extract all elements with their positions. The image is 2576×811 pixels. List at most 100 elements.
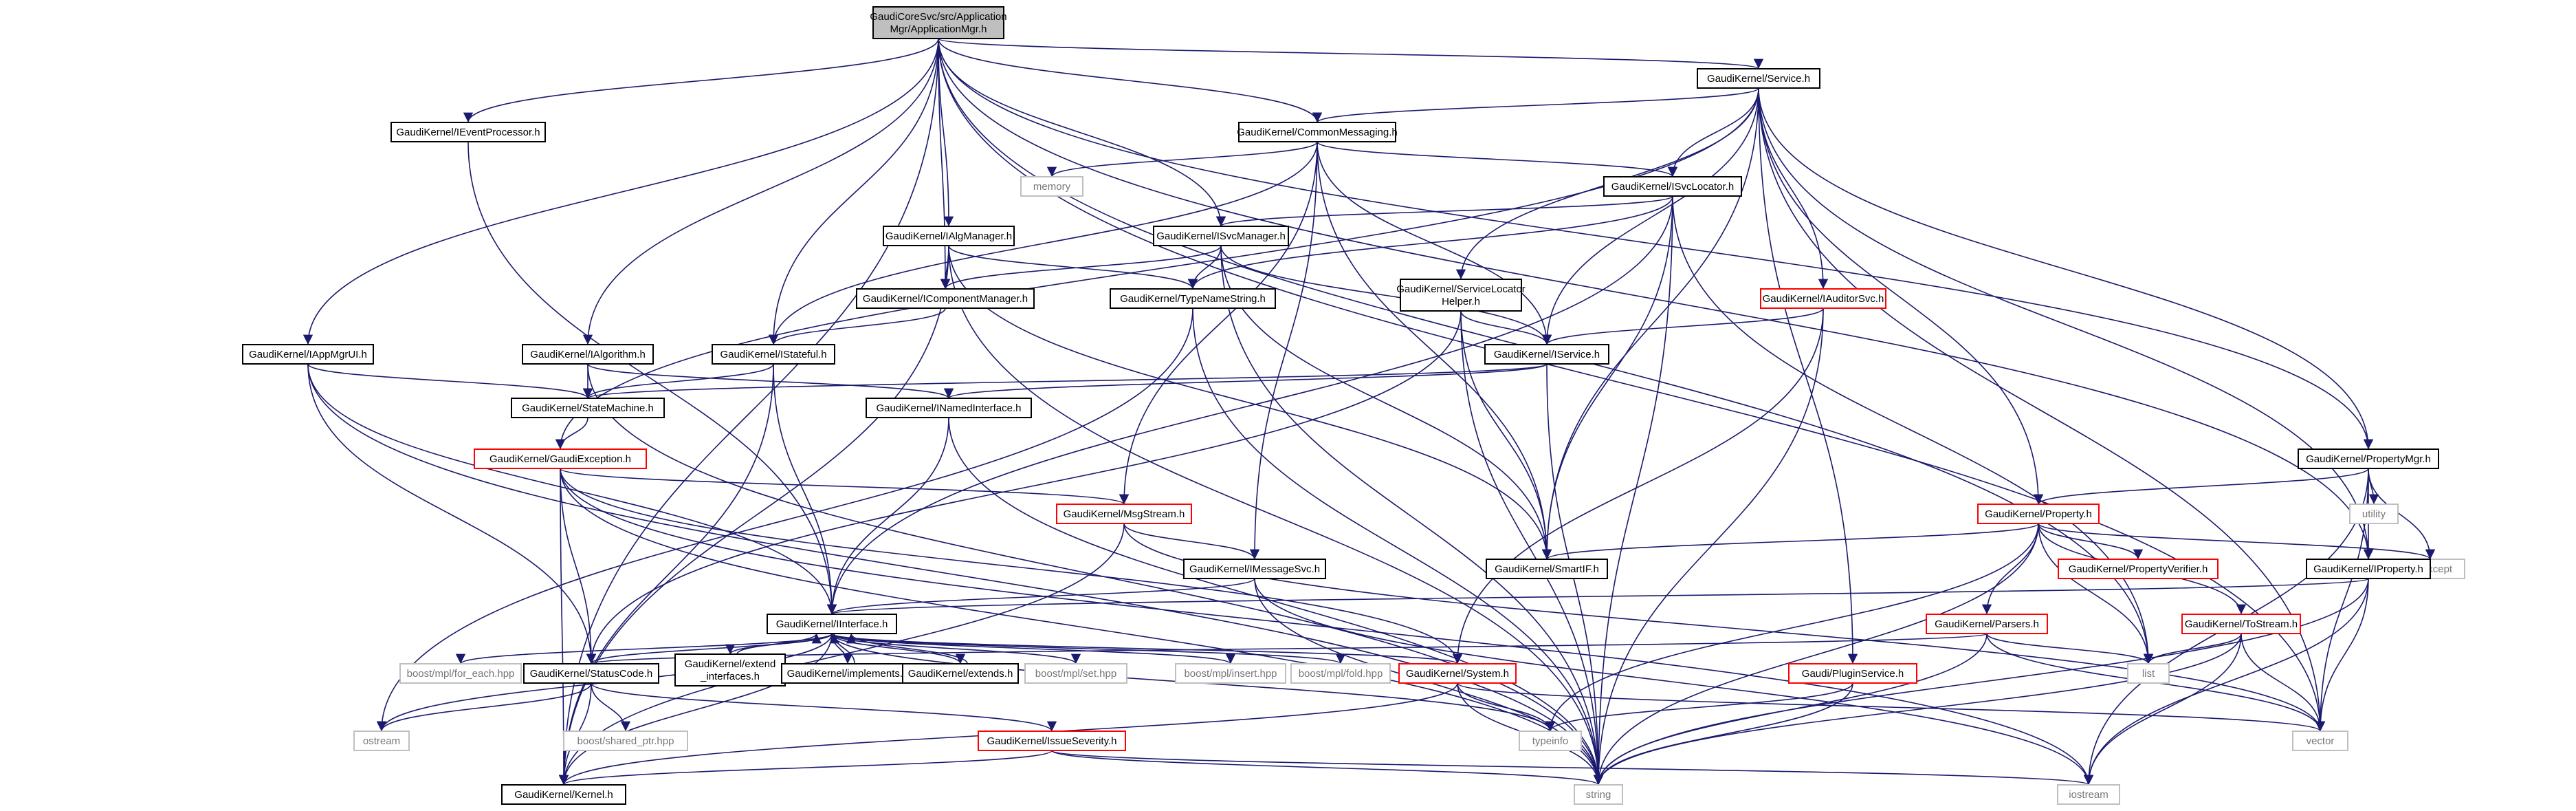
node-ialgmanager[interactable]: GaudiKernel/IAlgManager.h xyxy=(883,226,1015,246)
node-label-imessagesvc: GaudiKernel/IMessageSvc.h xyxy=(1189,563,1320,575)
node-box-service xyxy=(1697,68,1820,89)
edge-property-to-typeinfo xyxy=(1545,523,2039,732)
edge-isvcmanager-to-icompmanager xyxy=(940,245,1222,290)
node-label-gaudiexc: GaudiKernel/GaudiException.h xyxy=(489,453,631,465)
edge-root-to-ieventproc xyxy=(463,38,939,123)
edge-service-to-iservice xyxy=(1541,87,1759,345)
node-iauditorsvc[interactable]: GaudiKernel/IAuditorSvc.h xyxy=(1760,288,1886,309)
node-extends[interactable]: GaudiKernel/extends.h xyxy=(902,663,1019,684)
node-property[interactable]: GaudiKernel/Property.h xyxy=(1977,504,2100,524)
node-inamedif[interactable]: GaudiKernel/INamedInterface.h xyxy=(866,398,1032,418)
edge-gaudiexc-to-string xyxy=(560,468,1604,786)
node-label-vector: vector xyxy=(2307,735,2335,747)
edge-inamedif-to-iinterface xyxy=(826,417,949,615)
edge-system-to-vector xyxy=(1457,682,2325,732)
node-smartif[interactable]: GaudiKernel/SmartIF.h xyxy=(1486,559,1608,579)
node-implements[interactable]: GaudiKernel/implements.h xyxy=(781,663,914,684)
edge-iproperty-to-iostream xyxy=(2083,578,2369,786)
node-label-extends: GaudiKernel/extends.h xyxy=(908,668,1013,680)
edge-ialgmanager-to-string xyxy=(948,245,1604,786)
node-typenamestring[interactable]: GaudiKernel/TypeNameString.h xyxy=(1110,288,1276,309)
node-mplfold: boost/mpl/fold.hpp xyxy=(1290,663,1391,684)
edge-isvclocator-to-smartif xyxy=(1541,195,1673,560)
edge-typenamestring-to-string xyxy=(1192,307,1604,786)
node-box-mplinsert xyxy=(1175,663,1286,684)
edge-extendif-to-iinterface xyxy=(736,633,822,655)
node-label-propverifier: GaudiKernel/PropertyVerifier.h xyxy=(2069,563,2208,575)
edge-issueseverity-to-string xyxy=(1051,750,1603,786)
node-label-iostream: iostream xyxy=(2069,789,2109,801)
edge-service-to-property xyxy=(1758,87,2044,505)
node-utility: utility xyxy=(2349,504,2399,524)
edge-property-to-parsers xyxy=(1981,523,2039,615)
node-propverifier[interactable]: GaudiKernel/PropertyVerifier.h xyxy=(2058,559,2219,579)
node-system[interactable]: GaudiKernel/System.h xyxy=(1398,663,1517,684)
edge-isvcmanager-to-typenamestring xyxy=(1187,245,1222,290)
edge-pluginservice-to-string xyxy=(1593,682,1853,786)
node-box-propertymgr xyxy=(2298,448,2439,469)
node-statemachine[interactable]: GaudiKernel/StateMachine.h xyxy=(511,398,665,418)
node-label-service: GaudiKernel/Service.h xyxy=(1707,73,1810,85)
edge-service-to-vector xyxy=(1758,87,2326,732)
node-parsers[interactable]: GaudiKernel/Parsers.h xyxy=(1926,614,2048,634)
edge-parsers-to-string xyxy=(1593,633,1988,786)
node-icompmanager[interactable]: GaudiKernel/IComponentManager.h xyxy=(856,288,1035,309)
node-gaudiexc[interactable]: GaudiKernel/GaudiException.h xyxy=(474,448,647,469)
node-iinterface[interactable]: GaudiKernel/IInterface.h xyxy=(767,614,897,634)
edge-service-to-propertymgr xyxy=(1758,87,2374,450)
edge-istateful-to-statemachine xyxy=(582,363,774,399)
edge-parsers-to-list xyxy=(1986,633,2154,664)
node-isvclocator[interactable]: GaudiKernel/ISvcLocator.h xyxy=(1603,176,1742,197)
node-root[interactable]: GaudiCoreSvc/src/ApplicationMgr/Applicat… xyxy=(870,6,1007,39)
node-iproperty[interactable]: GaudiKernel/IProperty.h xyxy=(2306,559,2431,579)
node-label-msgstream: GaudiKernel/MsgStream.h xyxy=(1064,508,1185,520)
node-label-kernel: GaudiKernel/Kernel.h xyxy=(514,789,613,801)
node-box-propverifier xyxy=(2058,559,2219,579)
node-mplset: boost/mpl/set.hpp xyxy=(1024,663,1127,684)
node-kernel[interactable]: GaudiKernel/Kernel.h xyxy=(501,784,626,805)
node-service[interactable]: GaudiKernel/Service.h xyxy=(1697,68,1820,89)
edge-root-to-vector xyxy=(938,38,2326,732)
node-propertymgr[interactable]: GaudiKernel/PropertyMgr.h xyxy=(2298,448,2439,469)
edge-gaudiexc-to-statuscode xyxy=(560,468,597,664)
node-box-property xyxy=(1977,504,2100,524)
node-sharedptr: boost/shared_ptr.hpp xyxy=(563,731,688,751)
node-box-typenamestring xyxy=(1110,288,1276,309)
node-tostream[interactable]: GaudiKernel/ToStream.h xyxy=(2181,614,2301,634)
node-iostream: iostream xyxy=(2057,784,2120,805)
node-iappmgrui[interactable]: GaudiKernel/IAppMgrUI.h xyxy=(242,344,374,365)
edge-service-to-iproperty xyxy=(1758,87,2374,560)
edge-gaudiexc-to-system xyxy=(560,468,1463,664)
node-imessagesvc[interactable]: GaudiKernel/IMessageSvc.h xyxy=(1183,559,1326,579)
node-label-propertymgr: GaudiKernel/PropertyMgr.h xyxy=(2306,453,2431,465)
node-extendif[interactable]: GaudiKernel/extend_interfaces.h xyxy=(674,653,786,686)
node-statuscode[interactable]: GaudiKernel/StatusCode.h xyxy=(523,663,659,684)
edge-icompmanager-to-istateful xyxy=(768,307,946,345)
edge-iinterface-to-mplset xyxy=(831,633,1081,664)
node-isvcmanager[interactable]: GaudiKernel/ISvcManager.h xyxy=(1153,226,1289,246)
node-box-list xyxy=(2127,663,2170,684)
node-box-statemachine xyxy=(511,398,665,418)
node-commonmsg[interactable]: GaudiKernel/CommonMessaging.h xyxy=(1237,122,1398,142)
edge-statuscode-to-sharedptr xyxy=(591,682,631,732)
edge-service-to-isvclocator xyxy=(1667,87,1759,177)
edge-svclocatorhelper-to-statuscode xyxy=(586,310,1462,664)
edge-commonmsg-to-imessagesvc xyxy=(1249,141,1318,560)
node-vector: vector xyxy=(2292,731,2348,751)
node-istateful[interactable]: GaudiKernel/IStateful.h xyxy=(712,344,835,365)
node-msgstream[interactable]: GaudiKernel/MsgStream.h xyxy=(1056,504,1192,524)
node-box-pluginservice xyxy=(1788,663,1917,684)
edge-isvclocator-to-string xyxy=(1593,195,1673,786)
edge-svclocatorhelper-to-string xyxy=(1460,310,1604,786)
node-ieventproc[interactable]: GaudiKernel/IEventProcessor.h xyxy=(390,122,546,142)
node-label-commonmsg: GaudiKernel/CommonMessaging.h xyxy=(1237,127,1397,138)
edge-iauditorsvc-to-system xyxy=(1452,307,1824,664)
node-issueseverity[interactable]: GaudiKernel/IssueSeverity.h xyxy=(978,731,1126,751)
edge-property-to-stdexcept xyxy=(2038,523,2435,560)
edge-commonmsg-to-smartif xyxy=(1317,141,1552,560)
node-iservice[interactable]: GaudiKernel/IService.h xyxy=(1484,344,1609,365)
node-pluginservice[interactable]: Gaudi/PluginService.h xyxy=(1788,663,1917,684)
node-ialgorithm[interactable]: GaudiKernel/IAlgorithm.h xyxy=(522,344,654,365)
node-mplforeach: boost/mpl/for_each.hpp xyxy=(399,663,522,684)
